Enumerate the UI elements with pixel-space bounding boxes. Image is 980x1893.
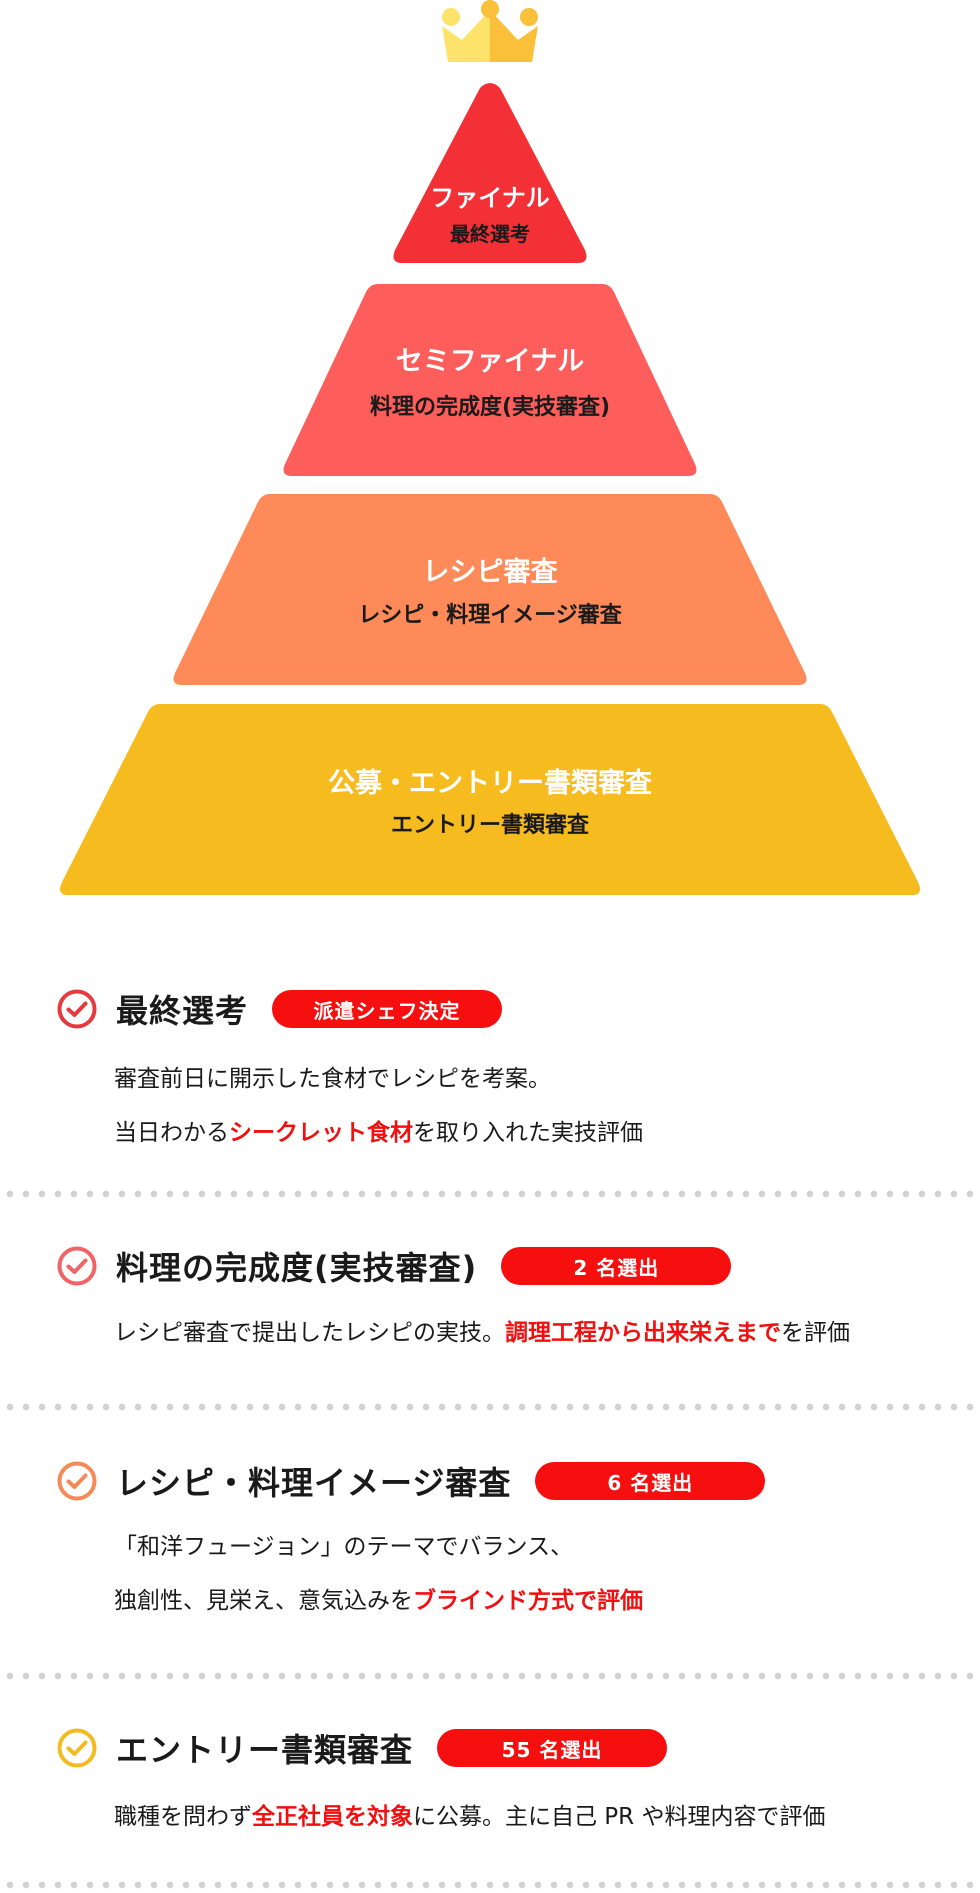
tier-final-title: ファイナル [430,184,550,212]
pyramid-tier-semifinal [283,284,697,476]
description-highlight: 調理工程から出来栄えまで [505,1320,781,1346]
stage-title: 最終選考 [116,992,249,1030]
stage-header: 最終選考 派遣シェフ決定 [56,984,503,1034]
tier-entry-title: 公募・エントリー書類審査 [328,768,652,799]
tier-recipe-subtitle: レシピ・料理イメージ審査 [358,602,623,628]
description-text: 独創性、見栄え、意気込みを [114,1588,413,1614]
description-line: 独創性、見栄え、意気込みをブラインド方式で評価 [114,1574,643,1628]
tier-final-subtitle: 最終選考 [450,222,530,246]
description-line: 職種を問わず全正社員を対象に公募。主に自己 PR や料理内容で評価 [114,1790,825,1844]
description-line: 審査前日に開示した食材でレシピを考案。 [114,1052,643,1106]
tier-entry-subtitle: エントリー書類審査 [391,812,590,838]
result-badge: 派遣シェフ決定 [272,990,503,1028]
stage-description: 「和洋フュージョン」のテーマでバランス、 独創性、見栄え、意気込みをブラインド方… [114,1520,643,1628]
check-circle-icon [57,1246,97,1286]
description-line: 当日わかるシークレット食材を取り入れた実技評価 [114,1106,643,1160]
description-line: 「和洋フュージョン」のテーマでバランス、 [114,1520,643,1574]
check-circle-icon [57,1728,97,1768]
description-text: を評価 [781,1320,850,1346]
description-text: 職種を問わず [114,1804,252,1830]
tier-recipe-title: レシピ審査 [423,557,558,588]
description-highlight: シークレット食材 [229,1120,413,1146]
selection-pyramid: ファイナル 最終選考 セミファイナル 料理の完成度(実技審査) レシピ審査 レシ… [60,0,920,895]
dotted-divider [0,1190,980,1198]
description-highlight: 全正社員を対象 [252,1804,413,1830]
crown-icon [442,0,538,62]
description-line: レシピ審査で提出したレシピの実技。調理工程から出来栄えまでを評価 [114,1306,850,1360]
tier-semifinal-title: セミファイナル [396,346,584,377]
description-text: を取り入れた実技評価 [413,1120,643,1146]
stage-header: レシピ・料理イメージ審査 6 名選出 [56,1456,766,1506]
stage-title: 料理の完成度(実技審査) [116,1249,478,1287]
pyramid-tier-entry [60,704,920,895]
stage-description: レシピ審査で提出したレシピの実技。調理工程から出来栄えまでを評価 [114,1306,850,1360]
result-badge: 2 名選出 [501,1247,732,1285]
result-badge: 6 名選出 [535,1462,766,1500]
description-text: 「和洋フュージョン」のテーマでバランス、 [114,1534,574,1560]
tier-semifinal-subtitle: 料理の完成度(実技審査) [370,394,610,420]
dotted-divider [0,1881,980,1889]
dotted-divider [0,1403,980,1411]
description-text: レシピ審査で提出したレシピの実技。 [114,1320,505,1346]
check-circle-icon [57,989,97,1029]
stage-description: 職種を問わず全正社員を対象に公募。主に自己 PR や料理内容で評価 [114,1790,825,1844]
pyramid-tier-recipe [173,494,807,685]
dotted-divider [0,1672,980,1680]
stage-header: エントリー書類審査 55 名選出 [56,1723,668,1773]
stage-header: 料理の完成度(実技審査) 2 名選出 [56,1241,732,1291]
stage-description: 審査前日に開示した食材でレシピを考案。 当日わかるシークレット食材を取り入れた実… [114,1052,643,1160]
check-circle-icon [57,1461,97,1501]
stage-title: エントリー書類審査 [116,1731,414,1769]
stage-title: レシピ・料理イメージ審査 [116,1464,512,1502]
description-text: 審査前日に開示した食材でレシピを考案。 [114,1066,551,1092]
description-text: 当日わかる [114,1120,229,1146]
description-text: に公募。主に自己 PR や料理内容で評価 [413,1804,826,1830]
pyramid-tier-final [393,83,587,263]
result-badge: 55 名選出 [437,1729,668,1767]
description-highlight: ブラインド方式で評価 [413,1588,643,1614]
